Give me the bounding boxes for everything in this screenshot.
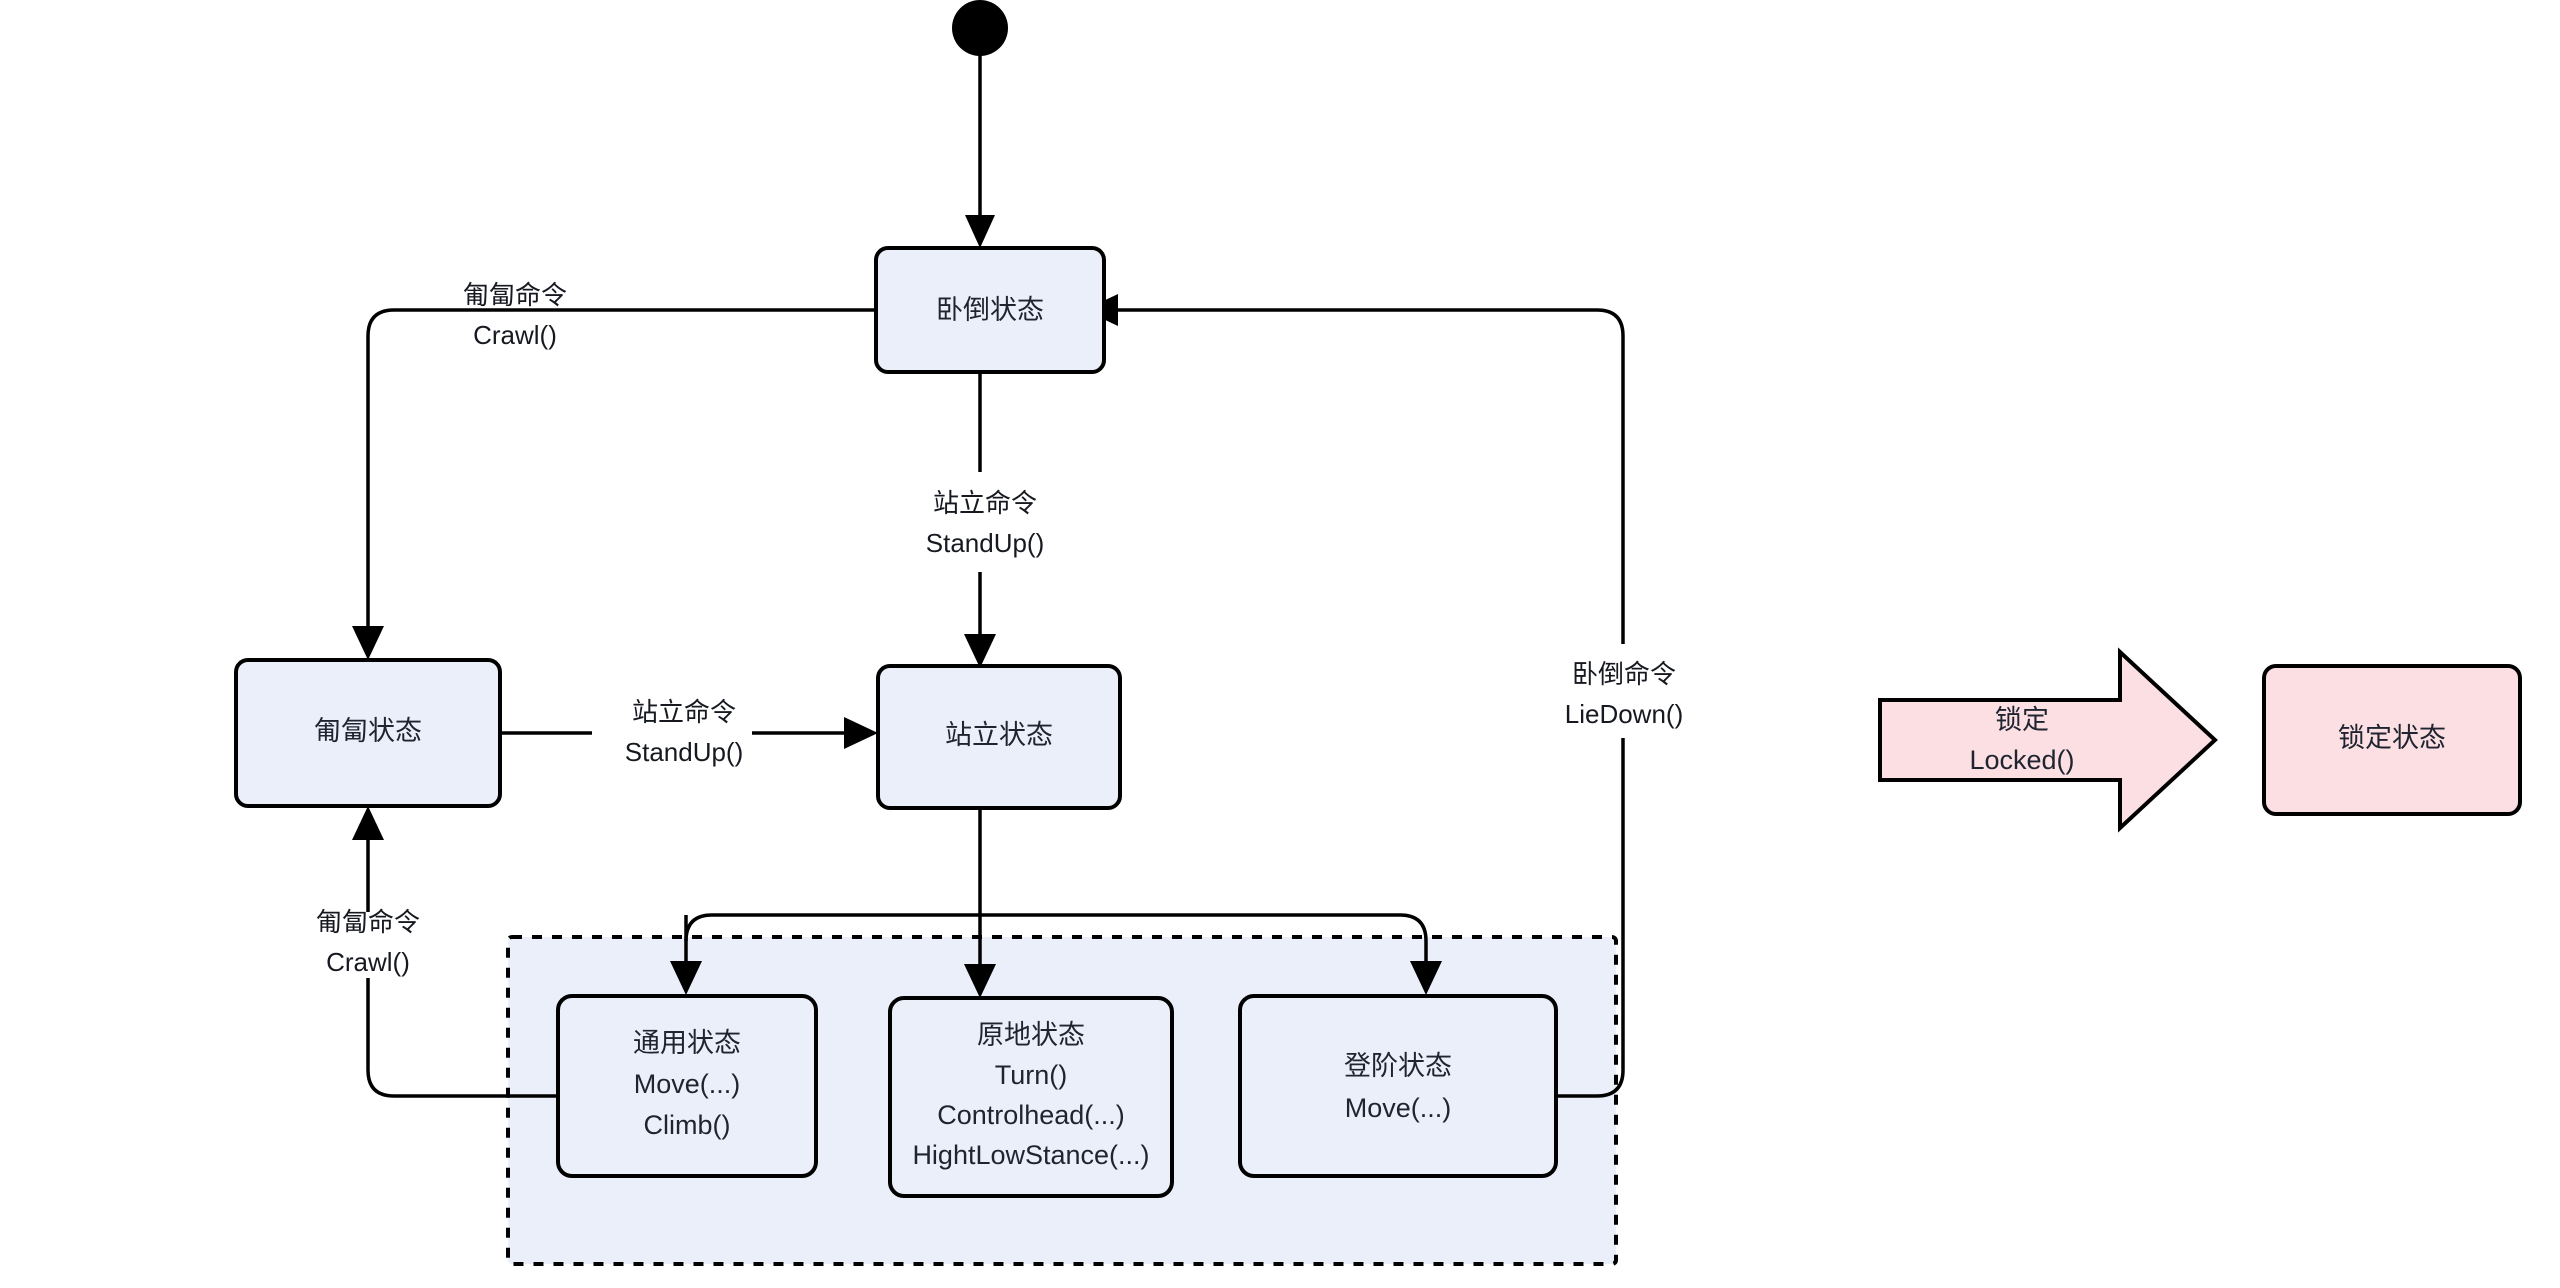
state-label-in-place-turn: Turn()	[995, 1060, 1068, 1090]
state-label-crawl: 匍匐状态	[314, 716, 422, 746]
state-label-lie-down: 卧倒状态	[936, 295, 1044, 325]
edge-label-crawl-command-bottom: 匍匐命令 Crawl()	[316, 907, 420, 977]
edge-label-liedown-command-cn: 卧倒命令	[1572, 659, 1676, 689]
state-box-standing[interactable]	[876, 664, 1122, 810]
start-node	[952, 0, 1008, 56]
edge-start-to-lie-down	[965, 50, 995, 248]
edge-label-liedown-command-en: LieDown()	[1565, 699, 1684, 729]
state-node-stair[interactable]: 登阶状态 Move(...)	[1238, 994, 1558, 1178]
edge-crawl-to-standing	[500, 717, 878, 749]
state-node-lie-down[interactable]: 卧倒状态	[874, 246, 1106, 374]
edge-lie-down-to-crawl	[352, 308, 876, 660]
edge-label-standup-horizontal: 站立命令 StandUp()	[625, 697, 744, 767]
state-box-in-place[interactable]	[888, 996, 1174, 1198]
state-node-locked[interactable]: 锁定状态	[2262, 664, 2522, 816]
state-label-locked: 锁定状态	[2338, 723, 2446, 753]
edge-general-to-crawl	[352, 806, 558, 1098]
state-label-standing: 站立状态	[945, 720, 1053, 750]
edge-label-standup-vertical-en: StandUp()	[926, 528, 1045, 558]
edge-label-crawl-command-top-en: Crawl()	[473, 320, 557, 350]
edge-label-standup-horizontal-en: StandUp()	[625, 737, 744, 767]
block-arrow-label-en: Locked()	[1969, 745, 2074, 775]
state-label-general-title: 通用状态	[633, 1028, 741, 1058]
state-label-general-climb: Climb()	[644, 1110, 731, 1140]
edge-label-crawl-command-bottom-cn: 匍匐命令	[316, 907, 420, 937]
state-box-stair[interactable]	[1238, 994, 1558, 1178]
block-arrow-shape[interactable]	[1878, 647, 2218, 833]
edge-label-crawl-command-top: 匍匐命令 Crawl()	[463, 280, 567, 350]
state-box-general[interactable]	[556, 994, 818, 1178]
state-label-stair-title: 登阶状态	[1344, 1051, 1452, 1081]
edge-label-standup-horizontal-cn: 站立命令	[632, 697, 736, 727]
state-label-in-place-controlhead: Controlhead(...)	[937, 1100, 1125, 1130]
state-box-lie-down[interactable]	[874, 246, 1106, 374]
block-arrow-locked[interactable]: 锁定 Locked()	[1878, 647, 2218, 833]
state-label-in-place-stance: HightLowStance(...)	[912, 1140, 1149, 1170]
state-box-crawl[interactable]	[234, 658, 502, 808]
state-node-general[interactable]: 通用状态 Move(...) Climb()	[556, 994, 818, 1178]
state-label-in-place-title: 原地状态	[977, 1020, 1085, 1050]
edge-label-standup-vertical-cn: 站立命令	[933, 488, 1037, 518]
state-node-in-place[interactable]: 原地状态 Turn() Controlhead(...) HightLowSta…	[888, 996, 1174, 1198]
edge-label-standup-vertical: 站立命令 StandUp()	[926, 488, 1045, 558]
edge-label-crawl-command-bottom-en: Crawl()	[326, 947, 410, 977]
state-label-general-move: Move(...)	[634, 1069, 741, 1099]
state-node-standing[interactable]: 站立状态	[876, 664, 1122, 810]
state-label-stair-move: Move(...)	[1345, 1093, 1452, 1123]
edge-standing-to-substates-fork	[670, 808, 1442, 998]
edge-label-crawl-command-top-cn: 匍匐命令	[463, 280, 567, 310]
edge-lie-down-to-standing	[964, 372, 996, 668]
state-box-locked[interactable]	[2262, 664, 2522, 816]
edge-label-liedown-command: 卧倒命令 LieDown()	[1565, 659, 1684, 729]
state-node-crawl[interactable]: 匍匐状态	[234, 658, 502, 808]
block-arrow-label-cn: 锁定	[1995, 705, 2049, 735]
